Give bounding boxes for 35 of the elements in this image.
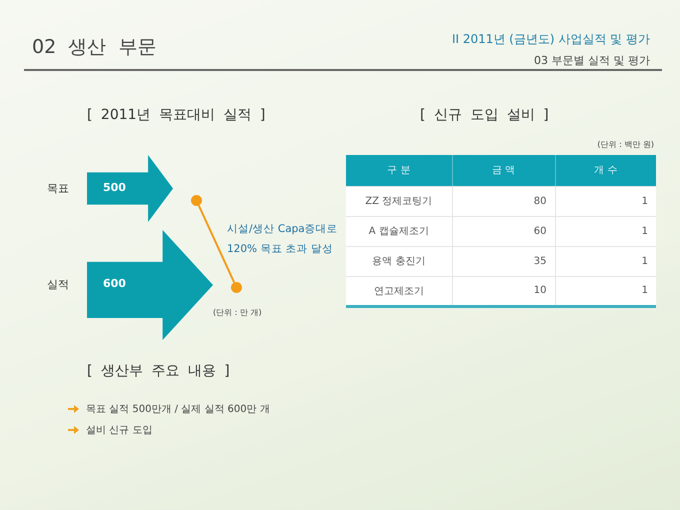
table-cell: 연고제조기 (346, 276, 452, 306)
table-cell: A 캡슐제조기 (346, 216, 452, 246)
connector-line (198, 205, 236, 283)
section-heading: II 2011년 (금년도) 사업실적 및 평가 (452, 31, 650, 48)
page-title: 02 생산 부문 (32, 35, 156, 60)
header-cell: 구 분 (346, 155, 452, 186)
table-cell: 60 (452, 216, 555, 246)
table-cell: 1 (555, 216, 656, 246)
subsection-heading: 03 부문별 실적 및 평가 (534, 53, 650, 68)
table-cell: 10 (452, 276, 555, 306)
dot (191, 195, 202, 206)
bullet-text: 목표 실적 500만개 / 실제 실적 600만 개 (86, 403, 270, 416)
section-heading: [ 생산부 주요 내용 ] (87, 362, 230, 380)
table-cell: 1 (555, 186, 656, 216)
dot (231, 282, 242, 293)
table-cell: ZZ 정제코팅기 (346, 186, 452, 216)
row-label: 실적 (47, 277, 69, 292)
arrow-value: 600 (103, 277, 126, 290)
row-label: 목표 (47, 180, 69, 196)
arrow-shape (87, 230, 213, 340)
note-text: 시설/생산 Capa증대로 120% 목표 초과 달성 (227, 222, 339, 257)
bullet-text: 설비 신규 도입 (86, 424, 152, 437)
table-cell: 80 (452, 186, 555, 216)
arrow-value: 500 (103, 180, 126, 194)
arrow-shape (87, 155, 173, 222)
header-cell: 금 액 (452, 155, 555, 186)
unit-note: (단위 : 만 개) (213, 307, 262, 318)
table-cell: 1 (555, 276, 656, 306)
table-cell: 용액 충진기 (346, 246, 452, 276)
unit-note: (단위 : 백만 원) (597, 139, 654, 150)
section-heading: [ 신규 도입 설비 ] (420, 106, 549, 124)
section-heading: [ 2011년 목표대비 실적 ] (87, 106, 266, 124)
header-cell: 개 수 (555, 155, 656, 186)
table-cell: 35 (452, 246, 555, 276)
table-cell: 1 (555, 246, 656, 276)
